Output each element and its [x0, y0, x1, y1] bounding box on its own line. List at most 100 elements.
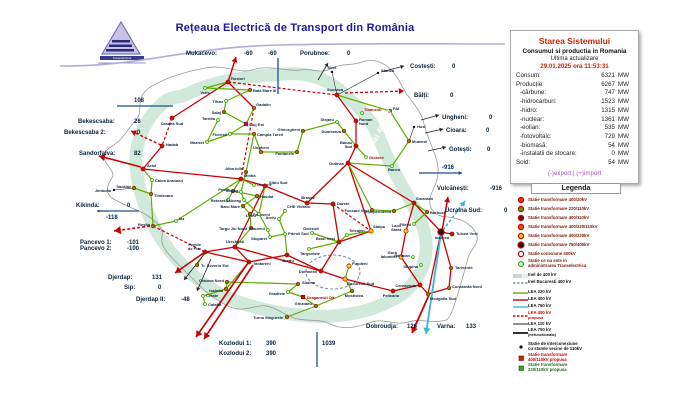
station-label: Oradea Sud: [161, 121, 184, 126]
transmission-line: [302, 296, 317, 307]
flow-value: 1039: [322, 341, 336, 347]
station-label: Fantanele: [275, 151, 294, 156]
station-label: Filesti: [399, 222, 411, 227]
station-label: Suceava: [327, 87, 344, 92]
page-title: Rețeaua Electrică de Transport din Român…: [175, 22, 415, 34]
station-dumbrava: [341, 128, 347, 134]
station-label: Stanca: [381, 68, 395, 73]
transmission-line: [320, 270, 346, 280]
arrow-head: [97, 209, 100, 213]
flow-label: Kikinda:: [76, 203, 100, 209]
legend-item: Statie conexiune 400kV: [513, 250, 699, 258]
transmission-line: [400, 230, 407, 258]
station-bacau-sud: [353, 143, 359, 149]
station-tr-severin-est: [194, 262, 200, 268]
station-label: Tulcea Vest: [456, 231, 478, 236]
station-label: Tarnita: [202, 116, 216, 121]
arrow-head: [204, 332, 211, 339]
station-label: FAI: [393, 106, 399, 111]
station-urechesti: [232, 244, 238, 250]
arrow-head: [435, 113, 439, 118]
transmission-line: [258, 213, 269, 231]
station-label: Targu Jiu Nord: [219, 226, 248, 231]
station-label: Tariverde: [455, 265, 473, 270]
transmission-line: [204, 251, 250, 263]
station-stupina: [419, 263, 423, 267]
legend-item: LEA 220 kV: [513, 289, 699, 296]
station-domnesti: [318, 268, 324, 274]
transmission-line: [296, 130, 304, 153]
transmission-line: [206, 133, 231, 143]
arrow-head: [175, 266, 182, 273]
station-label: Pelicanu: [383, 293, 400, 298]
station-cernavoda: [417, 282, 423, 288]
transmission-line: [226, 281, 299, 285]
station-stanca: [376, 71, 380, 75]
station-alba-iulia: [243, 169, 249, 175]
station-hasdat: [254, 193, 260, 199]
transmission-line: [308, 241, 340, 250]
station-label: Dumbrava: [321, 129, 341, 134]
arrow-head: [99, 154, 106, 162]
station-gadalin: [251, 105, 257, 111]
transmission-line: [344, 278, 394, 292]
transmission-line: [393, 202, 415, 212]
station-label: Turnu Magurele: [253, 315, 283, 320]
transmission-line: [269, 233, 286, 238]
transmission-line: [240, 178, 266, 187]
interconnection-arrow: [196, 258, 212, 292]
flow-label: Sandorfalva:: [79, 151, 115, 157]
station-label: Munteni: [412, 139, 427, 144]
transmission-line: [240, 107, 255, 180]
transmission-line: [284, 233, 288, 256]
transmission-line: [392, 284, 421, 292]
station-fantanele: [294, 149, 300, 155]
station-paroseni: [247, 211, 253, 217]
inel-400-band: [129, 67, 433, 323]
flow-label: Vulcănești:: [437, 186, 469, 192]
transmission-line: [413, 202, 428, 213]
station-gioseni: [364, 155, 368, 159]
transmission-line: [142, 168, 242, 180]
lea-220-icon: [513, 290, 528, 296]
station-label: Stejaru: [320, 117, 334, 122]
station-label: CHE Vidraru: [287, 204, 311, 209]
transmission-line: [234, 246, 322, 272]
station-label: Focsani Vest: [345, 208, 370, 213]
transmission-line: [227, 81, 255, 109]
station-label: Gadalin: [256, 102, 271, 107]
station-sacalaz: [131, 185, 137, 191]
dot-110-icon: [513, 344, 528, 350]
station-darste: [330, 201, 336, 207]
transmission-line: [204, 87, 251, 91]
station-rosiori: [225, 79, 231, 85]
station-lacu-sarat: [403, 228, 409, 234]
flow-label: Mukacevo:: [186, 51, 217, 57]
transmission-line: [258, 185, 266, 215]
arrow-head: [411, 326, 418, 333]
station-label: Pestis: [218, 187, 231, 192]
station-turnu-magurele: [284, 314, 290, 320]
station-label: Bradu: [282, 258, 294, 263]
export-import-link[interactable]: (-)export | (+)import: [547, 170, 602, 178]
flow-value: 390: [266, 341, 277, 347]
station-mintia: [238, 176, 244, 182]
station-constanta-nord: [446, 285, 452, 291]
station-bradu: [284, 252, 290, 258]
flow-value: 0: [489, 115, 493, 121]
station-roman-nord: [353, 118, 359, 124]
station-label: Brasov: [301, 195, 315, 200]
flow-value: -100: [127, 246, 140, 252]
station-portile-de-fier: [202, 249, 208, 255]
station-tibanesti: [360, 111, 364, 115]
transmission-line: [248, 254, 288, 263]
station-label: Gutinas: [329, 161, 345, 166]
station-draganesti-olt: [300, 294, 306, 300]
